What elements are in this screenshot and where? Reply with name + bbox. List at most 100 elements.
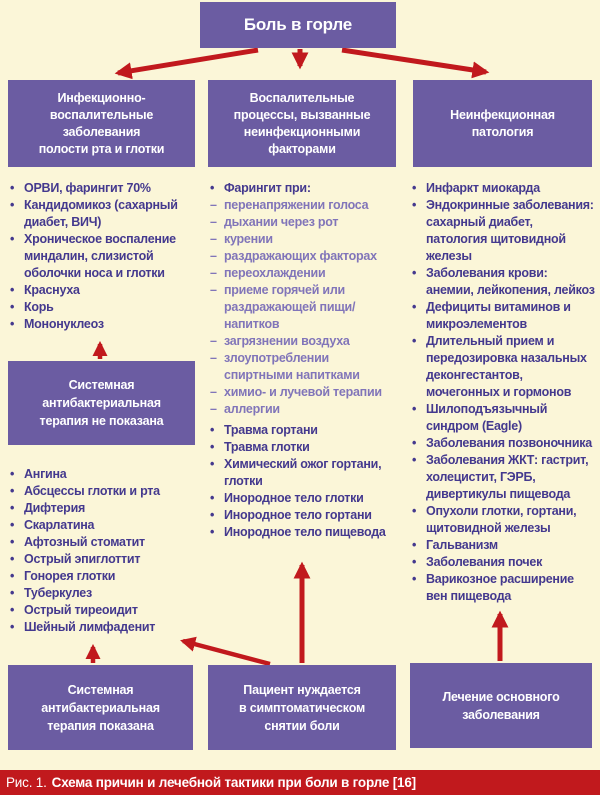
list-item: • Заболевания ЖКТ: гастрит, холецистит, Г…: [412, 452, 596, 503]
list-item-text: приеме горячей или раздражающей пищи/ на…: [224, 283, 356, 331]
bullet-marker: •: [412, 300, 417, 314]
box-antibiotic-not-indicated: Системная антибактериальная терапия не п…: [8, 361, 195, 445]
list-item-text: загрязнении воздуха: [224, 334, 350, 348]
figure-caption-prefix: Рис. 1.: [6, 775, 47, 790]
list-item: –раздражающих факторах: [210, 248, 400, 265]
list-item: •Инородное тело гортани: [210, 507, 400, 524]
list-item: –злоупотреблении спиртными напитками: [210, 350, 400, 384]
list-item: •Фарингит при:: [210, 180, 400, 197]
header-inflammatory-label: Воспалительные процессы, вызванные неинф…: [233, 90, 371, 156]
list-item-text: Варикозное расширение вен пищевода: [426, 572, 574, 603]
list-item: •Шейный лимфаденит: [10, 619, 198, 636]
list-item-text: Заболевания крови: анемии, лейкопения, л…: [426, 266, 595, 297]
box-treat-underlying-label: Лечение основного заболевания: [442, 689, 560, 722]
list-item: •Инородное тело глотки: [210, 490, 400, 507]
list-item-text: Заболевания ЖКТ: гастрит, холецистит, ГЭ…: [426, 453, 589, 501]
noninfectious-pathology-list: •Инфаркт миокарда•Эндокринные заболевани…: [412, 180, 596, 605]
list-item: •Травма глотки: [210, 439, 400, 456]
list-item: –дыхании через рот: [210, 214, 400, 231]
list-item-text: Инородное тело гортани: [224, 508, 372, 522]
dash-marker: –: [210, 351, 217, 365]
list-item-text: Туберкулез: [24, 586, 92, 600]
list-item: –курении: [210, 231, 400, 248]
bullet-marker: •: [10, 484, 15, 498]
list-item: –перенапряжении голоса: [210, 197, 400, 214]
root-node-sore-throat: Боль в горле: [200, 2, 396, 48]
list-item: •Острый эпиглоттит: [10, 551, 198, 568]
list-item: •Дефициты витаминов и микроэлементов: [412, 299, 596, 333]
list-item: • Заболевания крови: анемии, лейкопения, …: [412, 265, 596, 299]
list-item-text: Острый тиреоидит: [24, 603, 138, 617]
list-item: •Заболевания почек: [412, 554, 596, 571]
figure-caption-text: Схема причин и лечебной тактики при боли…: [51, 775, 416, 790]
list-item-text: Гальванизм: [426, 538, 498, 552]
list-item-text: Эндокринные заболевания: сахарный диабет…: [426, 198, 594, 263]
inflammatory-factors-list: •Фарингит при:–перенапряжении голоса–дых…: [210, 180, 400, 541]
bullet-marker: •: [412, 334, 417, 348]
list-item: •Корь: [10, 299, 198, 316]
dash-marker: –: [210, 334, 217, 348]
list-item: • Эндокринные заболевания: сахарный диабе…: [412, 197, 596, 265]
list-item: –загрязнении воздуха: [210, 333, 400, 350]
bullet-marker: •: [210, 181, 215, 195]
infectious-list-antibiotic: •Ангина•Абсцессы глотки и рта•Дифтерия•С…: [10, 466, 198, 636]
list-item: • Абсцессы глотки и рта: [10, 483, 198, 500]
bullet-marker: •: [10, 198, 15, 212]
box-symptomatic-relief: Пациент нуждается в симптоматическом сня…: [208, 665, 396, 750]
dash-marker: –: [210, 249, 217, 263]
list-item-text: Длительный прием и передозировка назальн…: [426, 334, 587, 399]
list-item-text: Инородное тело глотки: [224, 491, 364, 505]
box-treat-underlying-disease: Лечение основного заболевания: [410, 663, 592, 748]
bullet-marker: •: [412, 402, 417, 416]
bullet-marker: •: [10, 620, 15, 634]
list-item: • Острый тиреоидит: [10, 602, 198, 619]
bullet-marker: •: [10, 467, 15, 481]
dash-marker: –: [210, 232, 217, 246]
list-item: •Инфаркт миокарда: [412, 180, 596, 197]
list-item-text: Травма глотки: [224, 440, 310, 454]
bullet-marker: •: [10, 586, 15, 600]
list-item-text: Острый эпиглоттит: [24, 552, 141, 566]
list-item-text: Гонорея глотки: [24, 569, 116, 583]
list-item-text: раздражающих факторах: [224, 249, 377, 263]
list-item: • Длительный прием и передозировка назаль…: [412, 333, 596, 401]
arrow-root-to-noninfectious: [341, 47, 490, 79]
bullet-marker: •: [412, 538, 417, 552]
list-item-text: перенапряжении голоса: [224, 198, 369, 212]
header-noninfectious-label: Неинфекционная патология: [450, 107, 555, 139]
list-item-text: аллергии: [224, 402, 280, 416]
list-item-text: Ангина: [24, 467, 67, 481]
dash-marker: –: [210, 266, 217, 280]
header-noninfectious-pathology: Неинфекционная патология: [413, 80, 592, 167]
bullet-marker: •: [412, 181, 417, 195]
bullet-marker: •: [10, 603, 15, 617]
bullet-marker: •: [412, 266, 417, 280]
box-antibiotic-not-indicated-label: Системная антибактериальная терапия не п…: [39, 378, 164, 428]
list-item-text: Абсцессы глотки и рта: [24, 484, 160, 498]
list-item: •Заболевания позвоночника: [412, 435, 596, 452]
list-item: • Инородное тело пищевода: [210, 524, 400, 541]
header-infectious-label: Инфекционно- воспалительные заболевания …: [38, 90, 165, 156]
list-item: •Хроническое воспаление миндалин, слизис…: [10, 231, 198, 282]
bullet-marker: •: [210, 525, 215, 539]
bullet-marker: •: [412, 198, 417, 212]
list-item-text: Химический ожог гортани, глотки: [224, 457, 382, 488]
bullet-marker: •: [412, 453, 417, 467]
list-item-text: злоупотреблении спиртными напитками: [224, 351, 360, 382]
list-item-text: Инородное тело пищевода: [224, 525, 386, 539]
dash-marker: –: [210, 402, 217, 416]
list-item-text: Кандидомикоз (сахарный диабет, ВИЧ): [24, 198, 178, 229]
list-item: •Афтозный стоматит: [10, 534, 198, 551]
bullet-marker: •: [10, 569, 15, 583]
list-item-text: переохлаждении: [224, 266, 326, 280]
list-item: •Скарлатина: [10, 517, 198, 534]
dash-marker: –: [210, 215, 217, 229]
list-item: • Шилоподъязычный синдром (Eagle): [412, 401, 596, 435]
list-item-text: ОРВИ, фарингит 70%: [24, 181, 151, 195]
dash-marker: –: [210, 198, 217, 212]
list-item-text: Шилоподъязычный синдром (Eagle): [426, 402, 548, 433]
header-inflammatory-noninfectious-factors: Воспалительные процессы, вызванные неинф…: [208, 80, 396, 167]
list-item-text: Хроническое воспаление миндалин, слизист…: [24, 232, 176, 280]
bullet-marker: •: [210, 457, 215, 471]
